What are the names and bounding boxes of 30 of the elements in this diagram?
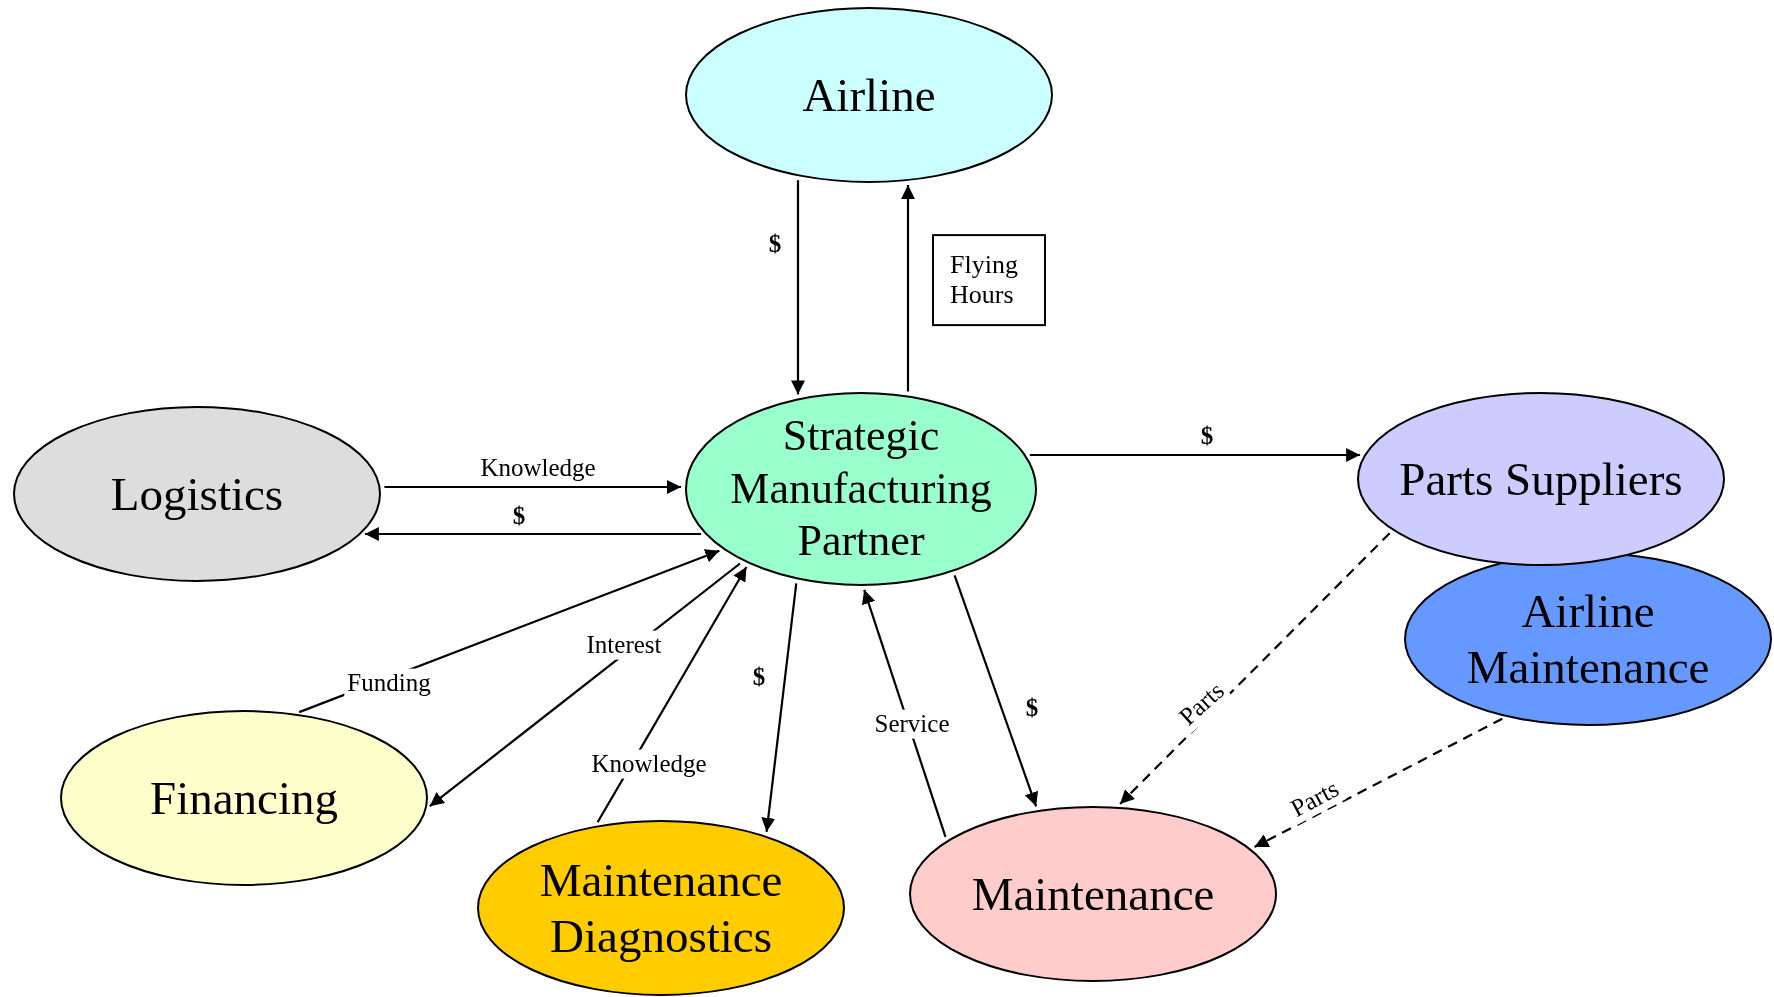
ellipse-node	[685, 7, 1053, 183]
arrow	[596, 566, 748, 823]
edge-label: Funding	[344, 668, 434, 698]
node-label: Airline Maintenance	[1465, 583, 1711, 695]
arrow	[791, 180, 805, 395]
arrow	[1254, 717, 1503, 849]
node-label: Parts Suppliers	[1399, 451, 1683, 507]
arrow	[901, 185, 915, 392]
arrow	[761, 583, 798, 832]
node-label: Maintenance	[971, 866, 1215, 922]
node-label: Maintenance Diagnostics	[538, 852, 784, 964]
ellipse-node	[1357, 392, 1725, 566]
ellipse-node	[477, 820, 845, 996]
edge-label: Flying Hours	[932, 234, 1046, 326]
ellipse-node	[685, 392, 1037, 586]
arrow	[429, 562, 741, 808]
ellipse-node	[1404, 552, 1772, 726]
ellipse-node	[13, 406, 381, 582]
ellipse-node	[60, 710, 428, 886]
arrow	[861, 589, 947, 838]
node-label: Logistics	[110, 466, 284, 522]
ellipse-node	[909, 806, 1277, 982]
node-label: Strategic Manufacturing Partner	[729, 409, 993, 568]
node-label: Financing	[150, 770, 338, 826]
arrow	[384, 480, 681, 494]
arrow	[1029, 448, 1361, 462]
arrow	[1119, 532, 1391, 805]
node-label: Airline	[802, 67, 936, 123]
arrow	[364, 527, 702, 541]
arrow	[953, 575, 1039, 807]
